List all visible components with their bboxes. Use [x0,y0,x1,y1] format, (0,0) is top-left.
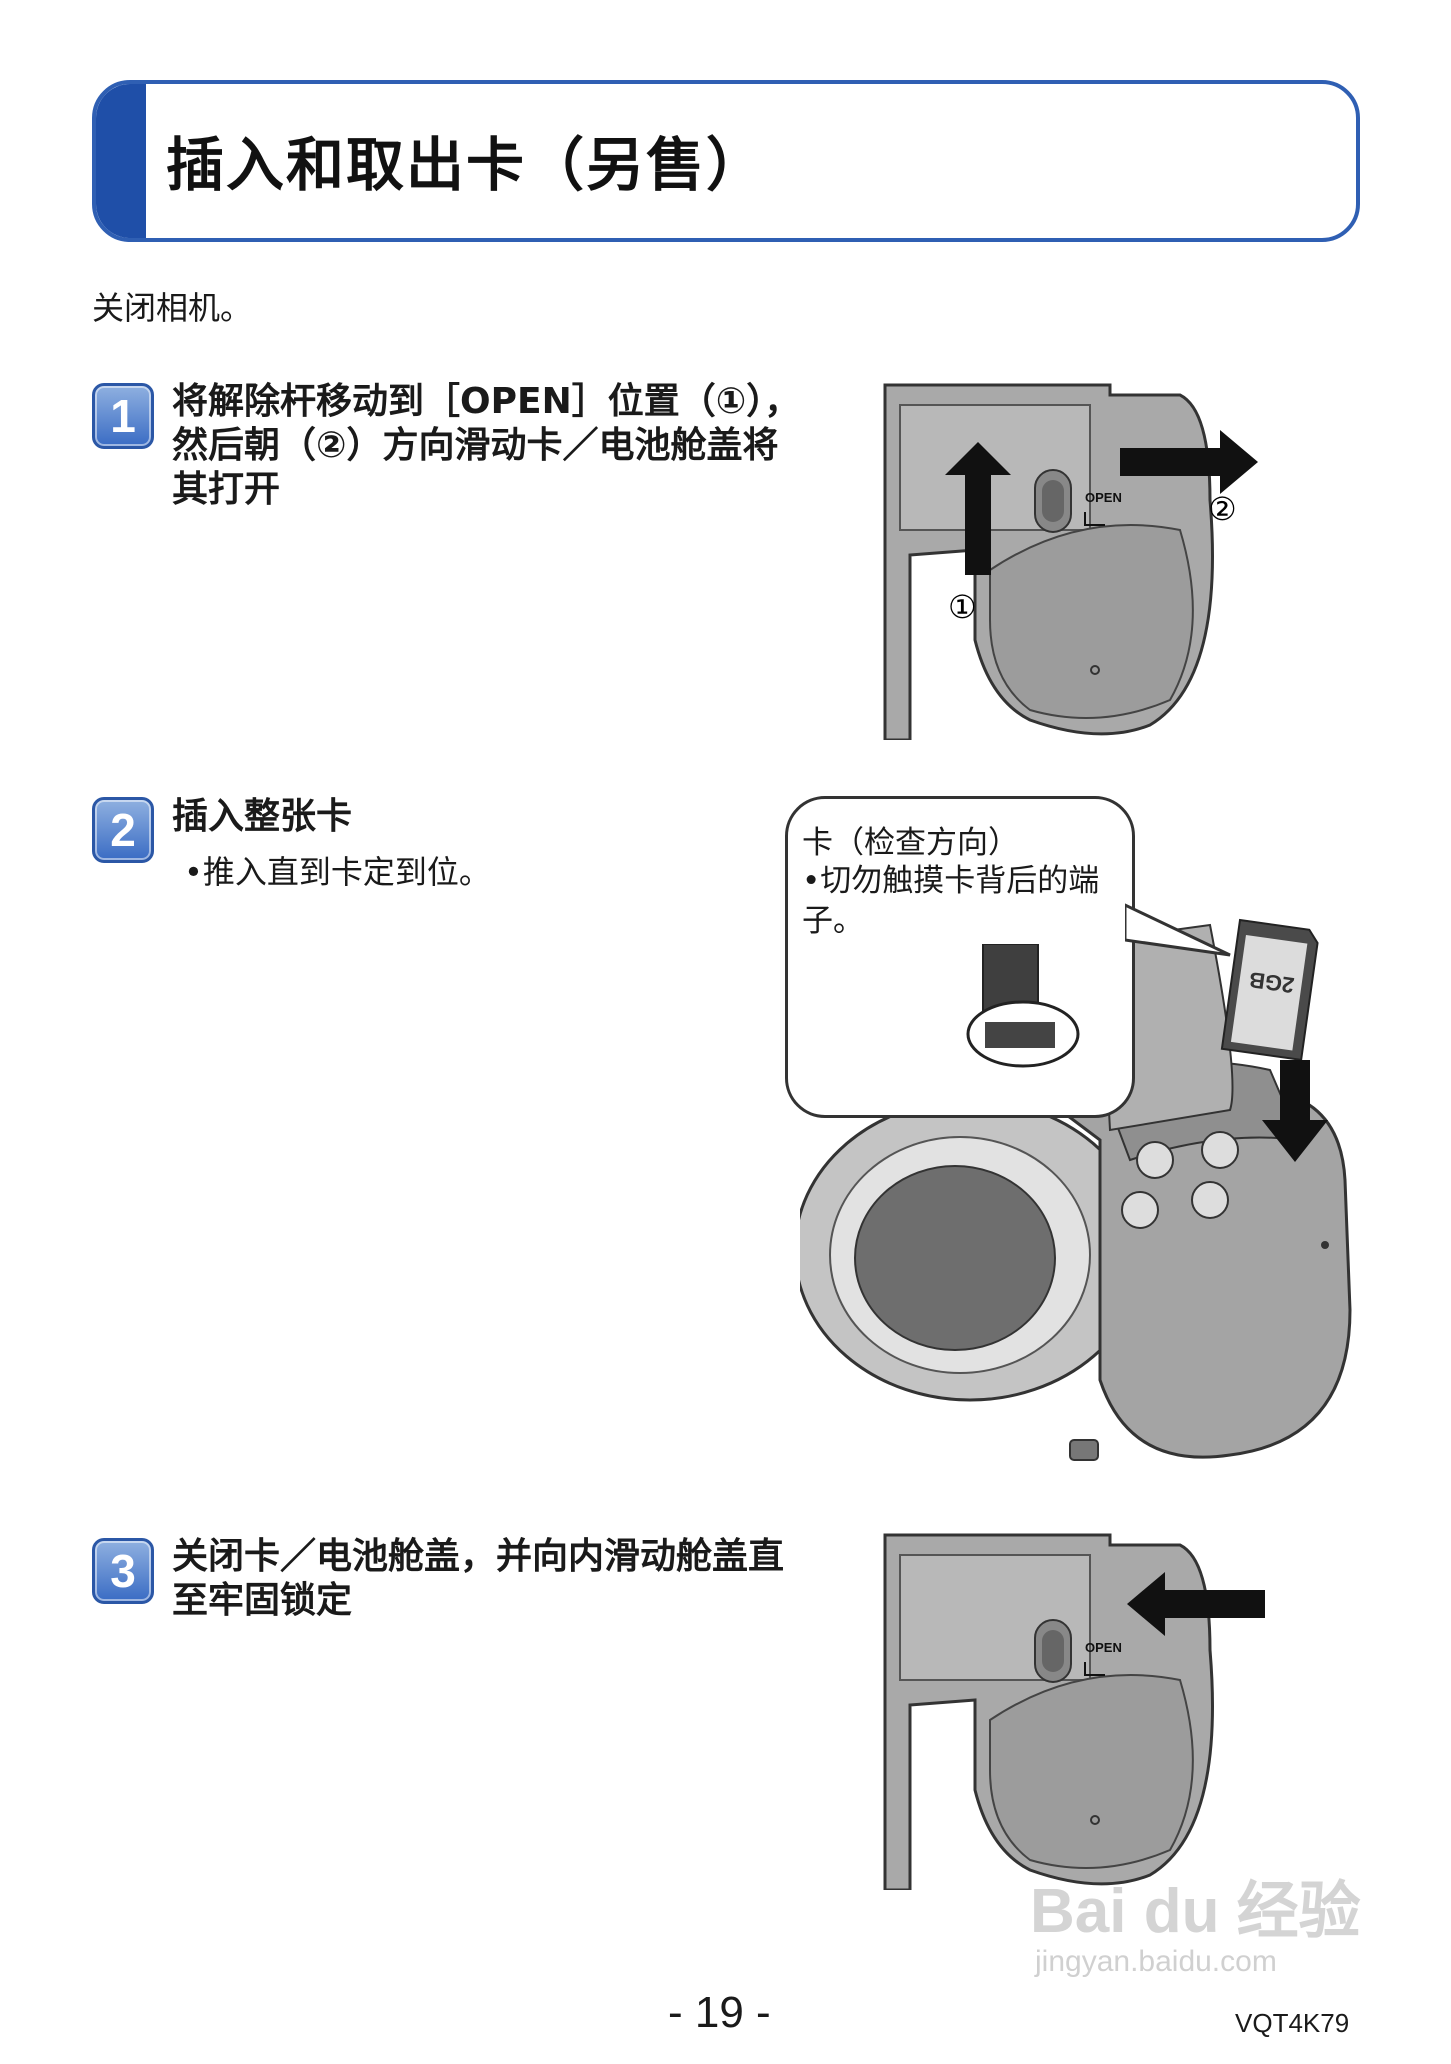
camera-close-cover-figure: OPEN [883,1533,1265,1890]
step-2-text: 插入整张卡 [172,796,353,837]
step-3-badge: 3 [92,1538,154,1604]
header-accent-bar [96,84,146,238]
open-marker [1084,512,1105,526]
open-label: OPEN [1085,490,1122,505]
watermark-url: jingyan.baidu.com [1035,1945,1277,1978]
page-title: 插入和取出卡（另售） [166,131,767,199]
release-lever-grip [1042,480,1064,522]
intro-text: 关闭相机。 [92,289,253,327]
release-lever-grip [1042,1630,1064,1672]
callout-note: •切勿触摸卡背后的端子。 [802,863,1100,939]
battery-cover [989,524,1194,719]
step-3-text: 关闭卡／电池舱盖，并向内滑动舱盖直至牢固锁定 [172,1536,785,1621]
step-2-subtext: •推入直到卡定到位。 [184,853,491,891]
model-code: VQT4K79 [1235,2008,1350,2038]
card-contacts-detail [966,944,1080,1068]
arrow-right [1120,430,1258,494]
tripod-mount [1069,1439,1099,1461]
sd-card: 2GB [1220,918,1319,1061]
label-2: ② [1208,490,1237,528]
battery-slot-1 [1136,1141,1174,1179]
battery-slot-4 [1191,1181,1229,1219]
grip-dot [1321,1241,1329,1249]
arrow-left [1127,1572,1265,1636]
camera-grip [1056,1088,1352,1459]
section-header: 插入和取出卡（另售） [92,80,1360,242]
camera-open-cover-figure: OPEN ① ② [883,383,1258,740]
page-number: - 19 - [668,1988,771,2037]
lens-glass [854,1165,1056,1351]
watermark-brand: Bai du 经验 [1030,1877,1361,1946]
callout-pointer-shape [1125,903,1231,957]
cover-hole [1090,665,1100,675]
cover-hole [1090,1815,1100,1825]
battery-slot-2 [1201,1131,1239,1169]
step-2-badge: 2 [92,797,154,863]
open-label: OPEN [1085,1640,1122,1655]
battery-slot-3 [1121,1191,1159,1229]
arrow-up [945,442,1011,575]
card-orientation-callout: 卡（检查方向） •切勿触摸卡背后的端子。 [785,796,1135,1118]
sd-card-label [1230,934,1308,1051]
callout-pointer [1125,903,1231,957]
callout-title: 卡（检查方向） [802,825,1019,861]
open-marker [1084,1662,1105,1676]
step-1-badge: 1 [92,383,154,449]
arrow-down [1262,1060,1328,1162]
card-contacts [985,1022,1055,1048]
label-1: ① [948,588,977,626]
step-1-text: 将解除杆移动到［OPEN］位置（①），然后朝（②）方向滑动卡／电池舱盖将其打开 [172,381,801,510]
battery-cover [989,1674,1194,1869]
sd-card-capacity: 2GB [1247,967,1295,998]
